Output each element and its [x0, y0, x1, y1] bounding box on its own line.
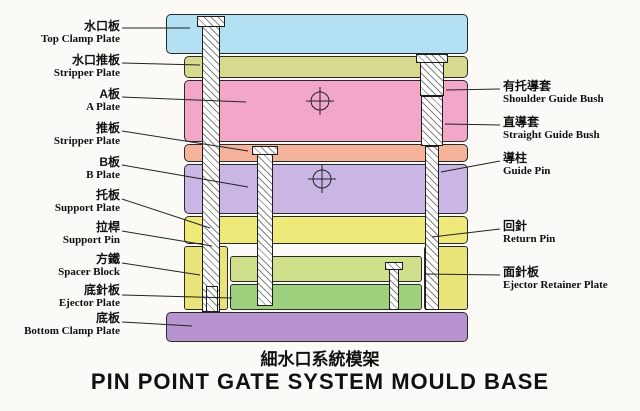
- label-b-plate-zh: B板: [99, 155, 120, 169]
- support-pin-body: [257, 154, 273, 306]
- label-shoulder-guide-bush-zh: 有托導套: [503, 79, 552, 93]
- label-straight-guide-bush-zh: 直導套: [503, 115, 540, 129]
- label-b-plate: B板 B Plate: [0, 156, 120, 182]
- label-support-plate-zh: 托板: [95, 188, 120, 202]
- label-top-clamp-plate-zh: 水口板: [83, 19, 120, 33]
- label-ejector-plate-zh: 底針板: [83, 283, 120, 297]
- label-stripper-plate-mid-en: Stripper Plate: [53, 135, 120, 147]
- label-return-pin: 回針 Return Pin: [503, 220, 639, 246]
- label-spacer-block-en: Spacer Block: [58, 266, 120, 278]
- label-stripper-plate-top-zh: 水口推板: [71, 53, 120, 67]
- return-pin-body: [389, 269, 399, 310]
- label-guide-pin-en: Guide Pin: [503, 165, 551, 177]
- label-straight-guide-bush-en: Straight Guide Bush: [503, 129, 600, 141]
- label-b-plate-en: B Plate: [86, 169, 120, 181]
- label-straight-guide-bush: 直導套 Straight Guide Bush: [503, 116, 639, 142]
- ejector-bolt: [206, 286, 218, 312]
- label-return-pin-zh: 回針: [503, 219, 528, 233]
- support-plate-shape: [184, 216, 468, 244]
- label-ejector-retainer-plate: 面針板 Ejector Retainer Plate: [503, 266, 639, 292]
- label-bottom-clamp-plate: 底板 Bottom Clamp Plate: [0, 312, 120, 338]
- label-bottom-clamp-plate-en: Bottom Clamp Plate: [24, 325, 120, 337]
- shoulder-guide-bush-body: [420, 62, 444, 96]
- label-guide-pin-zh: 導柱: [503, 151, 528, 165]
- bottom-clamp-plate-shape: [166, 312, 468, 342]
- stripper-plate-top-shape: [184, 56, 468, 78]
- label-support-pin: 拉桿 Support Pin: [0, 221, 120, 247]
- label-top-clamp-plate: 水口板 Top Clamp Plate: [0, 20, 120, 46]
- guide-pin-body: [425, 146, 439, 310]
- label-shoulder-guide-bush: 有托導套 Shoulder Guide Bush: [503, 80, 639, 106]
- label-top-clamp-plate-en: Top Clamp Plate: [40, 33, 120, 45]
- stripper-guide-pin-body: [202, 26, 220, 312]
- label-a-plate: A板 A Plate: [0, 88, 120, 114]
- label-ejector-plate-en: Ejector Plate: [58, 297, 120, 309]
- label-shoulder-guide-bush-en: Shoulder Guide Bush: [503, 93, 604, 105]
- straight-guide-bush-body: [421, 96, 443, 146]
- label-support-plate: 托板 Support Plate: [0, 189, 120, 215]
- title-chinese: 細水口系統模架: [260, 350, 380, 369]
- label-bottom-clamp-plate-zh: 底板: [95, 311, 120, 325]
- label-guide-pin: 導柱 Guide Pin: [503, 152, 639, 178]
- label-support-pin-en: Support Pin: [62, 234, 120, 246]
- label-ejector-retainer-plate-zh: 面針板: [503, 265, 540, 279]
- label-a-plate-en: A Plate: [86, 101, 120, 113]
- label-stripper-plate-mid: 推板 Stripper Plate: [0, 122, 120, 148]
- title-english: PIN POINT GATE SYSTEM MOULD BASE: [90, 369, 550, 394]
- label-ejector-plate: 底針板 Ejector Plate: [0, 284, 120, 310]
- label-spacer-block: 方鐵 Spacer Block: [0, 253, 120, 279]
- label-return-pin-en: Return Pin: [503, 233, 556, 245]
- label-support-plate-en: Support Plate: [54, 202, 120, 214]
- label-stripper-plate-mid-zh: 推板: [95, 121, 120, 135]
- label-stripper-plate-top-en: Stripper Plate: [53, 67, 120, 79]
- label-ejector-retainer-plate-en: Ejector Retainer Plate: [503, 279, 608, 291]
- label-stripper-plate-top: 水口推板 Stripper Plate: [0, 54, 120, 80]
- label-support-pin-zh: 拉桿: [95, 220, 120, 234]
- label-spacer-block-zh: 方鐵: [95, 252, 120, 266]
- label-a-plate-zh: A板: [99, 87, 120, 101]
